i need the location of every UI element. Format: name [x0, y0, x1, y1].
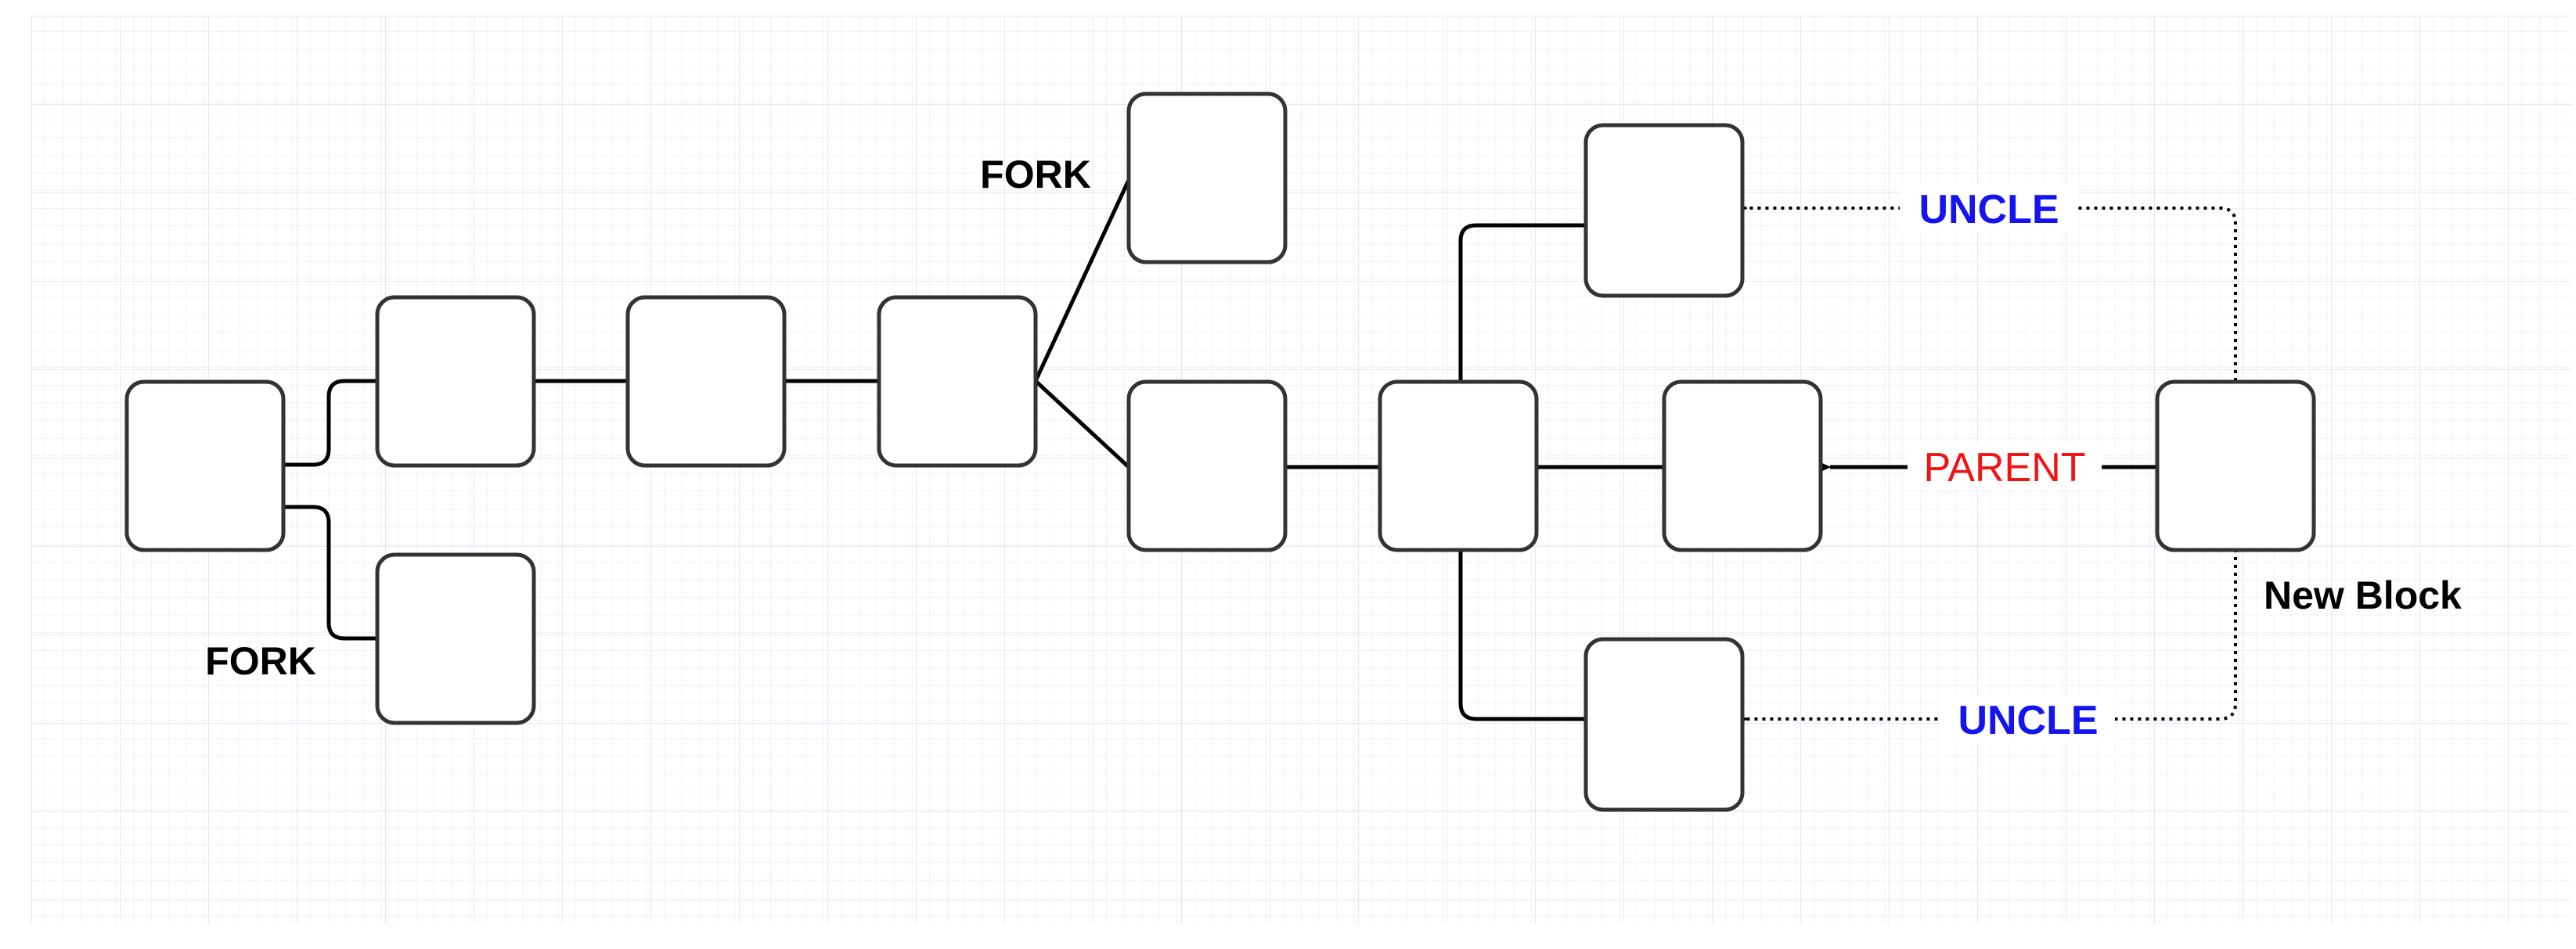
connector-genesis-lower — [281, 505, 380, 641]
uncle-label-top: UNCLE — [1918, 187, 2059, 232]
block-uncle-bottom — [1583, 637, 1745, 812]
block-2 — [625, 295, 787, 468]
connector-b5-uncle-top — [1458, 223, 1588, 383]
connector-b5-uncle-bottom — [1458, 547, 1588, 721]
connector-genesis-upper — [281, 379, 380, 467]
block-genesis — [124, 379, 286, 552]
block-4-fork — [1126, 92, 1288, 264]
block-new — [2155, 379, 2316, 552]
new-block-label: New Block — [2264, 573, 2462, 617]
fork-label-top: FORK — [980, 153, 1091, 196]
block-5 — [1378, 379, 1539, 552]
connector-fork-top — [1033, 178, 1131, 383]
block-1-main — [375, 295, 536, 468]
connector-fork-main — [1033, 379, 1131, 469]
grid-background — [31, 16, 2571, 923]
parent-label: PARENT — [1923, 445, 2085, 491]
block-4-main — [1126, 379, 1288, 552]
block-3 — [877, 295, 1038, 468]
block-parent — [1662, 379, 1823, 552]
block-uncle-top — [1583, 123, 1745, 298]
fork-label-left: FORK — [205, 639, 316, 683]
block-1-fork — [375, 552, 536, 725]
uncle-bottom-arrow — [1746, 549, 2237, 719]
uncle-top-arrow — [1746, 208, 2237, 381]
uncle-label-bottom: UNCLE — [1958, 698, 2098, 743]
